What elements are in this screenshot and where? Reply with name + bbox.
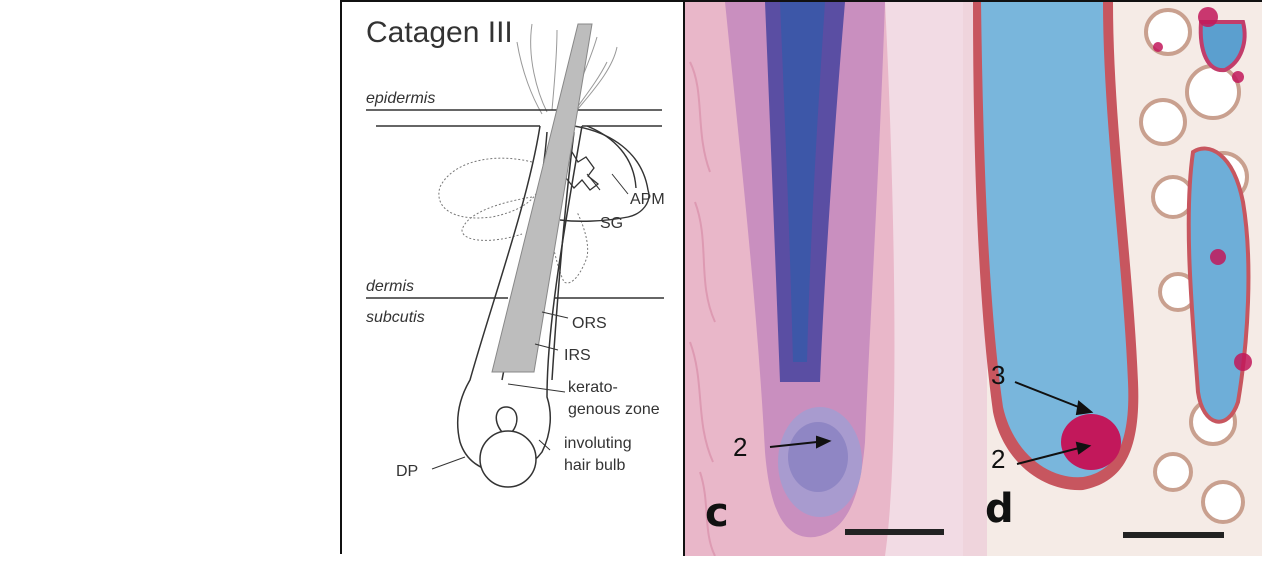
panel-divider (683, 2, 685, 556)
diagram-title: Catagen III (366, 16, 513, 49)
apm-label: APM (630, 191, 665, 208)
irs-label: IRS (564, 347, 591, 364)
histology-panel-d: 3 2 d (963, 2, 1262, 556)
figure-frame: Catagen III (340, 0, 1262, 556)
panel-d-marker-2: 2 (991, 444, 1006, 474)
keratogenous-label-2: genous zone (568, 401, 660, 418)
panel-d-letter: d (985, 486, 1014, 532)
panel-c-marker-2: 2 (733, 432, 748, 462)
histology-image-c (685, 2, 963, 556)
catagen-diagram-panel: Catagen III (342, 2, 683, 556)
histology-panel-c: 2 c (685, 2, 963, 556)
keratogenous-label-1: kerato- (568, 379, 618, 396)
dermis-label: dermis (366, 278, 414, 295)
involuting-label-1: involuting (564, 435, 632, 452)
panel-c-letter: c (705, 490, 729, 536)
hair-follicle-schematic: epidermis dermis subcutis APM SG ORS IRS… (366, 23, 665, 488)
panel-d-marker-3: 3 (991, 360, 1006, 390)
dp-label: DP (396, 463, 418, 480)
involuting-label-2: hair bulb (564, 457, 625, 474)
epidermis-label: epidermis (366, 90, 435, 107)
ors-label: ORS (572, 315, 607, 332)
subcutis-label: subcutis (366, 309, 425, 326)
sg-label: SG (600, 215, 623, 232)
histology-image-d (963, 2, 1262, 556)
